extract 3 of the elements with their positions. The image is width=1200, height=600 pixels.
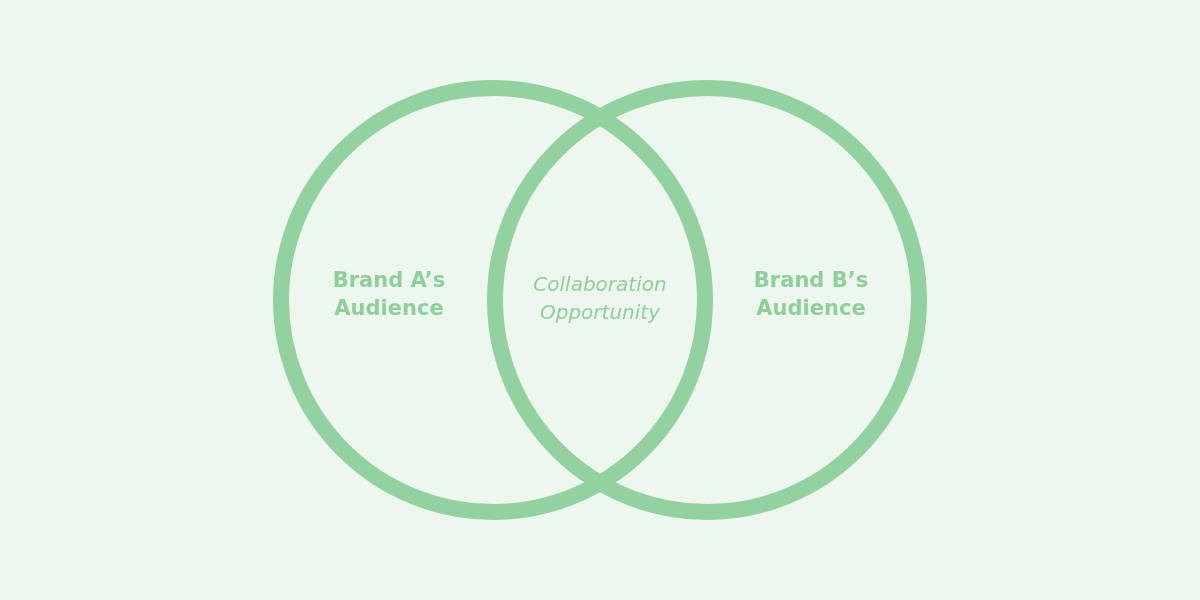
overlap-label: Collaboration Opportunity [532,271,668,326]
circle-label: Brand B’s Audience [752,267,870,322]
circle-label: Brand A’s Audience [331,267,447,322]
